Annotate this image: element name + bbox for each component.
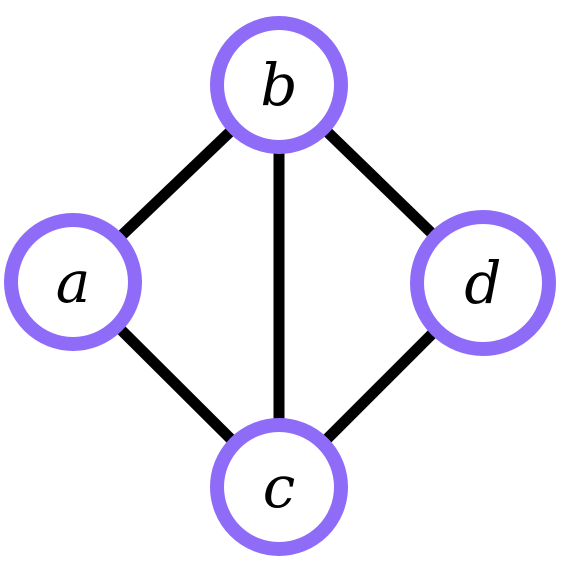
node-a: a — [4, 213, 142, 351]
node-a-label: a — [56, 248, 91, 316]
node-b-label: b — [260, 51, 297, 119]
node-d-label: d — [464, 249, 501, 317]
node-c-label: c — [263, 453, 295, 521]
node-c-circle — [210, 418, 348, 556]
node-b: b — [210, 16, 348, 154]
node-a-circle — [4, 213, 142, 351]
node-d-circle — [410, 210, 556, 356]
nodes-layer: a b c d — [4, 16, 556, 556]
node-c: c — [210, 418, 348, 556]
node-d: d — [410, 210, 556, 356]
node-b-circle — [210, 16, 348, 154]
